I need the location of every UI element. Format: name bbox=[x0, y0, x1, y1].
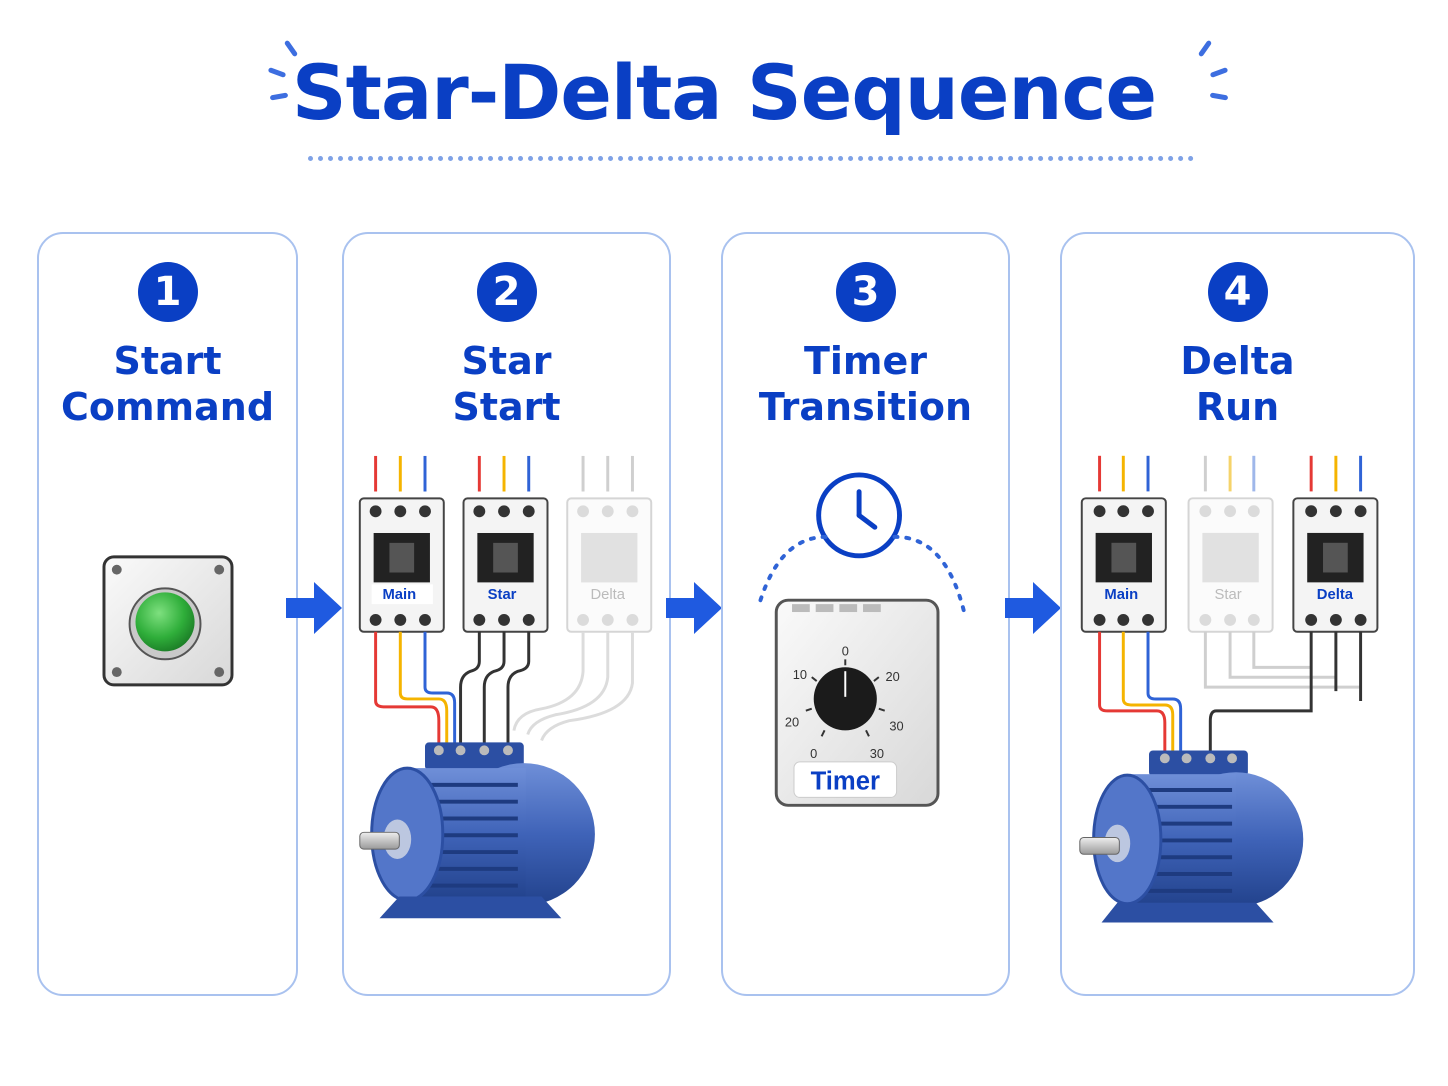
step-title-line2: Command bbox=[60, 385, 275, 429]
dial-mark: 20 bbox=[785, 714, 799, 729]
dial-mark: 30 bbox=[889, 718, 903, 733]
step-title: Timer Transition bbox=[723, 338, 1008, 430]
dial-mark: 30 bbox=[870, 746, 884, 761]
arrow-right-icon bbox=[286, 582, 342, 634]
title-area: Star-Delta Sequence bbox=[0, 39, 1448, 170]
step-card-delta-run: 4 Delta Run bbox=[1060, 232, 1415, 996]
contactor-main bbox=[358, 497, 445, 633]
title-underline bbox=[308, 156, 1194, 161]
step-title: Star Start bbox=[344, 338, 669, 430]
arrow-right-icon bbox=[666, 582, 722, 634]
timer-label: Timer bbox=[811, 768, 880, 796]
contactor-label-star: Star bbox=[488, 587, 517, 603]
step-title: Start Command bbox=[39, 338, 296, 430]
step-title-line1: Timer bbox=[803, 339, 928, 383]
step-title-line1: Delta bbox=[1180, 339, 1295, 383]
step-number-badge: 1 bbox=[137, 262, 198, 322]
contactor-label-star: Star bbox=[1215, 587, 1242, 603]
motor-icon bbox=[1079, 750, 1304, 923]
step-title-line1: Start bbox=[113, 339, 222, 383]
step-title-line1: Star bbox=[461, 339, 552, 383]
contactor-label-delta: Delta bbox=[1317, 587, 1354, 603]
contactor-main bbox=[1080, 497, 1167, 633]
step-number-badge: 4 bbox=[1207, 262, 1268, 322]
page-title: Star-Delta Sequence bbox=[291, 48, 1157, 137]
step-number-badge: 3 bbox=[835, 262, 896, 322]
step-title-line2: Run bbox=[1195, 385, 1280, 429]
contactor-delta bbox=[566, 497, 653, 633]
step-title: Delta Run bbox=[1062, 338, 1413, 430]
push-button-icon bbox=[102, 555, 234, 687]
dial-mark: 0 bbox=[810, 746, 817, 761]
step-title-line2: Transition bbox=[758, 385, 973, 429]
timer-relay bbox=[774, 598, 940, 807]
star-start-illustration: Main Star Delta bbox=[358, 455, 653, 919]
contactor-star bbox=[1187, 497, 1274, 633]
step-card-start-command: 1 Start Command bbox=[37, 232, 298, 996]
arrow-right-icon bbox=[1005, 582, 1061, 634]
step-card-star-start: 2 Star Start bbox=[342, 232, 671, 996]
dial-mark: 20 bbox=[885, 669, 899, 684]
step-card-timer-transition: 3 Timer Transition 0 10 20 20 30 0 30 bbox=[721, 232, 1010, 996]
contactor-star bbox=[462, 497, 549, 633]
delta-run-illustration: Main Star Delta bbox=[1079, 455, 1379, 923]
contactor-label-main: Main bbox=[1104, 587, 1138, 603]
step-title-line2: Start bbox=[452, 385, 561, 429]
step-number-badge: 2 bbox=[476, 262, 537, 322]
contactor-label-delta: Delta bbox=[590, 587, 625, 603]
motor-icon bbox=[359, 742, 595, 919]
clock-icon bbox=[816, 472, 902, 559]
contactor-delta bbox=[1292, 497, 1379, 633]
timer-illustration: 0 10 20 20 30 0 30 Timer bbox=[758, 472, 966, 807]
contactor-label-main: Main bbox=[382, 587, 416, 603]
dial-mark: 10 bbox=[793, 667, 807, 682]
dial-mark: 0 bbox=[842, 643, 849, 658]
